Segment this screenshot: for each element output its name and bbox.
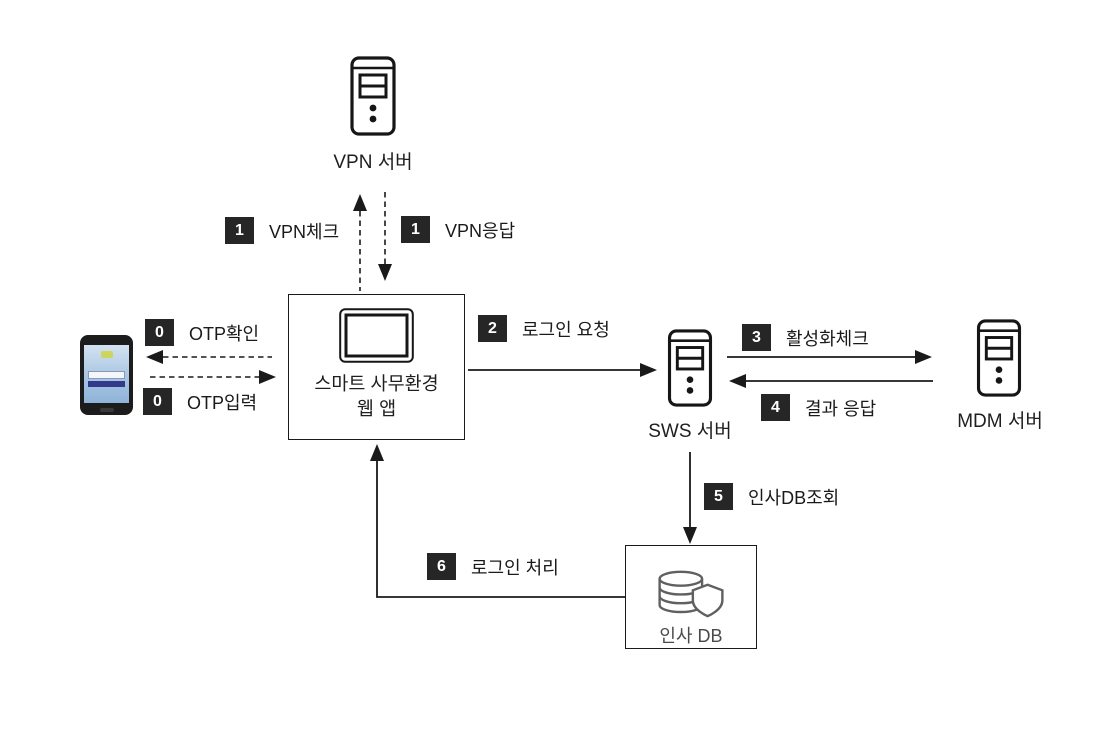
step-number-badge: 5 — [704, 483, 733, 510]
step-vpn-response: 1 VPN응답 — [401, 216, 515, 243]
hr-db-node: 인사 DB — [625, 545, 757, 649]
step-login-process: 6 로그인 처리 — [427, 553, 559, 580]
mdm-server-label: MDM 서버 — [957, 411, 1043, 432]
step-vpn-check: 1 VPN체크 — [225, 217, 339, 244]
step-otp-input: 0 OTP입력 — [143, 388, 257, 415]
step-number-badge: 1 — [401, 216, 430, 243]
server-icon — [667, 329, 713, 407]
arrow-otp-check — [146, 350, 272, 364]
phone-screen — [84, 345, 129, 403]
database-shield-icon — [658, 570, 724, 618]
step-login-request: 2 로그인 요청 — [478, 315, 610, 342]
display-icon — [339, 308, 414, 363]
hr-db-label: 인사 DB — [659, 626, 723, 646]
step-number-badge: 0 — [145, 319, 174, 346]
arrow-hr-db-query — [683, 452, 697, 544]
step-number-badge: 2 — [478, 315, 507, 342]
server-icon — [976, 319, 1022, 397]
step-number-badge: 0 — [143, 388, 172, 415]
arrow-otp-input — [150, 370, 276, 384]
step-label: VPN체크 — [269, 221, 340, 242]
web-app-node: 스마트 사무환경 웹 앱 — [288, 294, 465, 440]
smartphone-icon — [80, 335, 133, 415]
arrow-login-request — [468, 363, 657, 377]
vpn-server-label: VPN 서버 — [333, 152, 413, 173]
step-activation-check: 3 활성화체크 — [742, 324, 869, 351]
web-app-label: 스마트 사무환경 웹 앱 — [314, 371, 438, 421]
server-icon — [350, 56, 396, 136]
step-number-badge: 4 — [761, 394, 790, 421]
arrow-vpn-check — [353, 194, 367, 291]
web-app-label-line1: 스마트 사무환경 — [314, 373, 439, 394]
phone-home-button — [99, 408, 114, 412]
step-number-badge: 3 — [742, 324, 771, 351]
arrow-login-process — [370, 444, 625, 598]
phone-app-logo — [100, 351, 113, 358]
step-result-response: 4 결과 응답 — [761, 394, 876, 421]
arrow-activation-check — [727, 350, 932, 364]
phone-login-button — [88, 381, 125, 387]
step-label: 활성화체크 — [786, 328, 869, 349]
web-app-label-line2: 웹 앱 — [356, 398, 397, 419]
step-label: VPN응답 — [445, 220, 516, 241]
step-label: OTP입력 — [187, 392, 258, 413]
phone-login-field — [88, 371, 125, 379]
step-number-badge: 1 — [225, 217, 254, 244]
step-label: 결과 응답 — [805, 398, 877, 419]
step-label: 로그인 처리 — [471, 557, 559, 578]
step-label: 인사DB조회 — [748, 487, 840, 508]
step-number-badge: 6 — [427, 553, 456, 580]
step-otp-check: 0 OTP확인 — [145, 319, 259, 346]
sws-server-label: SWS 서버 — [648, 421, 732, 442]
step-label: OTP확인 — [189, 323, 260, 344]
step-label: 로그인 요청 — [522, 319, 610, 340]
step-hr-db-query: 5 인사DB조회 — [704, 483, 839, 510]
arrow-vpn-response — [378, 192, 392, 281]
arrow-result-response — [729, 374, 933, 388]
